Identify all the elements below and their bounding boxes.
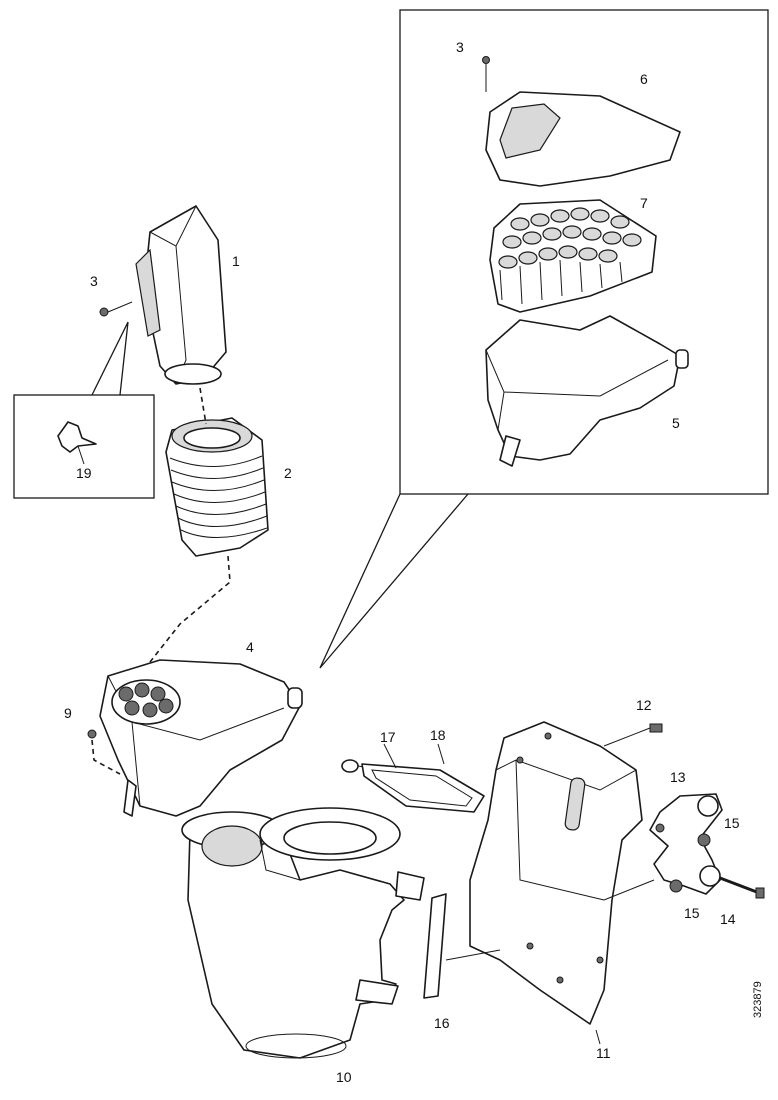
callout-7: 7	[640, 195, 648, 211]
resonator-part-10	[181, 807, 425, 1059]
callout-19: 19	[76, 465, 92, 481]
filter-element-part-7	[489, 199, 657, 313]
air-filter-housing-part-4	[99, 659, 303, 817]
nut-part-15-lower	[669, 879, 683, 893]
bolt-part-14	[719, 876, 765, 899]
air-intake-duct-part-1	[135, 205, 227, 385]
mount-bracket-part-13	[649, 793, 723, 895]
callout-12: 12	[636, 697, 652, 713]
clip-part-19	[57, 421, 97, 465]
seal-part-18	[361, 763, 485, 813]
diagram-reference-number: 323879	[752, 981, 764, 1018]
callout-16: 16	[434, 1015, 450, 1031]
callout-1: 1	[232, 253, 240, 269]
cover-part-6	[482, 56, 681, 187]
heat-shield-part-11	[469, 721, 643, 1025]
callout-11: 11	[596, 1045, 611, 1061]
bolt-part-12	[603, 723, 663, 747]
callout-15-upper: 15	[724, 815, 740, 831]
detail-view-box	[319, 9, 769, 669]
callout-9: 9	[64, 705, 72, 721]
callout-3-detail: 3	[456, 39, 464, 55]
clip-inset-box	[13, 321, 155, 499]
nut-part-15-upper	[697, 833, 711, 847]
bracket-part-16	[423, 893, 501, 999]
callout-15-lower: 15	[684, 905, 700, 921]
callout-13: 13	[670, 769, 686, 785]
screw-part-9	[87, 729, 121, 775]
callout-4: 4	[246, 639, 254, 655]
callout-3-duct: 3	[90, 273, 98, 289]
callout-17: 17	[380, 729, 396, 745]
filter-cells	[498, 207, 642, 269]
callout-18: 18	[430, 727, 446, 743]
lower-housing-part-5	[485, 315, 689, 467]
callout-6: 6	[640, 71, 648, 87]
callout-2: 2	[284, 465, 292, 481]
callout-14: 14	[720, 911, 736, 927]
callout-5: 5	[672, 415, 680, 431]
screw-part-3	[99, 301, 133, 317]
callout-10: 10	[336, 1069, 352, 1085]
bellows-hose-part-2	[165, 417, 269, 557]
